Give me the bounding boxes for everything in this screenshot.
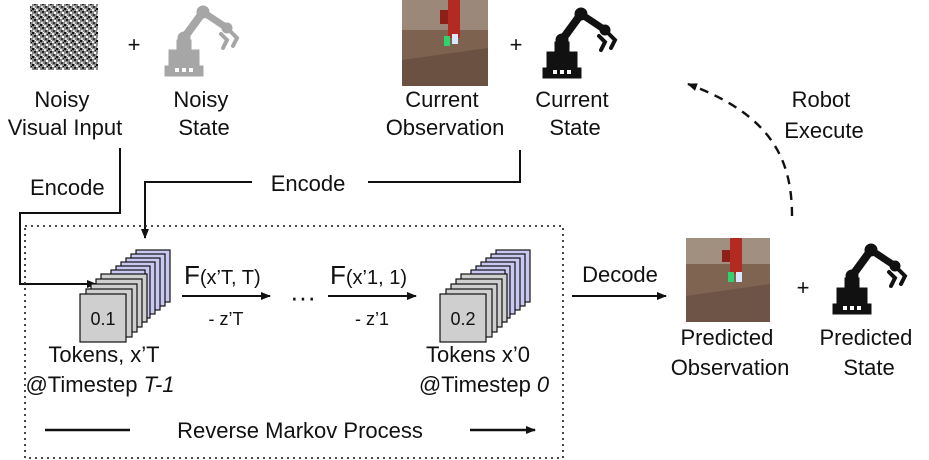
timestep-left-label: @Timestep T-1 bbox=[25, 372, 174, 397]
predicted-observation-label: Predicted Observation bbox=[671, 325, 790, 380]
token-value-left: 0.1 bbox=[90, 309, 115, 329]
function-step-2: F(x’1, 1) bbox=[330, 260, 407, 290]
current-state-label: Current State bbox=[535, 87, 614, 140]
token-value-right: 0.2 bbox=[450, 309, 475, 329]
encode-left-arrow bbox=[19, 148, 121, 288]
plus-sign-top-right: + bbox=[510, 32, 523, 57]
tokens-left-label: Tokens, x’T bbox=[48, 342, 159, 367]
encode-top-arrow bbox=[145, 150, 521, 238]
current-robot-icon bbox=[543, 8, 615, 78]
reverse-markov-label: Reverse Markov Process bbox=[177, 418, 423, 443]
predicted-robot-icon bbox=[833, 244, 905, 314]
encode-left-label: Encode bbox=[30, 175, 105, 200]
encode-top-label: Encode bbox=[271, 171, 346, 196]
plus-sign-top-left: + bbox=[128, 32, 141, 57]
noisy-visual-input-label: Noisy Visual Input bbox=[8, 87, 123, 140]
function-step-1: F(x’T, T) bbox=[184, 260, 261, 290]
predicted-observation-image bbox=[686, 238, 770, 322]
predicted-state-label: Predicted State bbox=[819, 325, 918, 380]
reverse-markov-box bbox=[24, 225, 564, 459]
current-observation-image bbox=[402, 0, 488, 86]
plus-sign-bottom: + bbox=[797, 275, 810, 300]
noisy-robot-icon bbox=[165, 6, 237, 76]
function-sub-2: - z’1 bbox=[355, 309, 389, 329]
decode-label: Decode bbox=[582, 262, 658, 287]
timestep-right-label: @Timestep 0 bbox=[419, 372, 550, 397]
function-sub-1: - z’T bbox=[209, 309, 244, 329]
noisy-state-label: Noisy State bbox=[173, 87, 234, 140]
current-observation-label: Current Observation bbox=[386, 87, 505, 140]
token-stack-right: 0.2 bbox=[439, 249, 531, 343]
robot-execute-label: Robot Execute bbox=[784, 87, 864, 143]
ellipsis: ··· bbox=[290, 282, 316, 312]
noisy-image bbox=[30, 4, 98, 70]
robot-execute-arrow bbox=[687, 82, 794, 217]
tokens-right-label: Tokens x’0 bbox=[426, 342, 530, 367]
token-stack-left: 0.1 bbox=[79, 249, 171, 343]
